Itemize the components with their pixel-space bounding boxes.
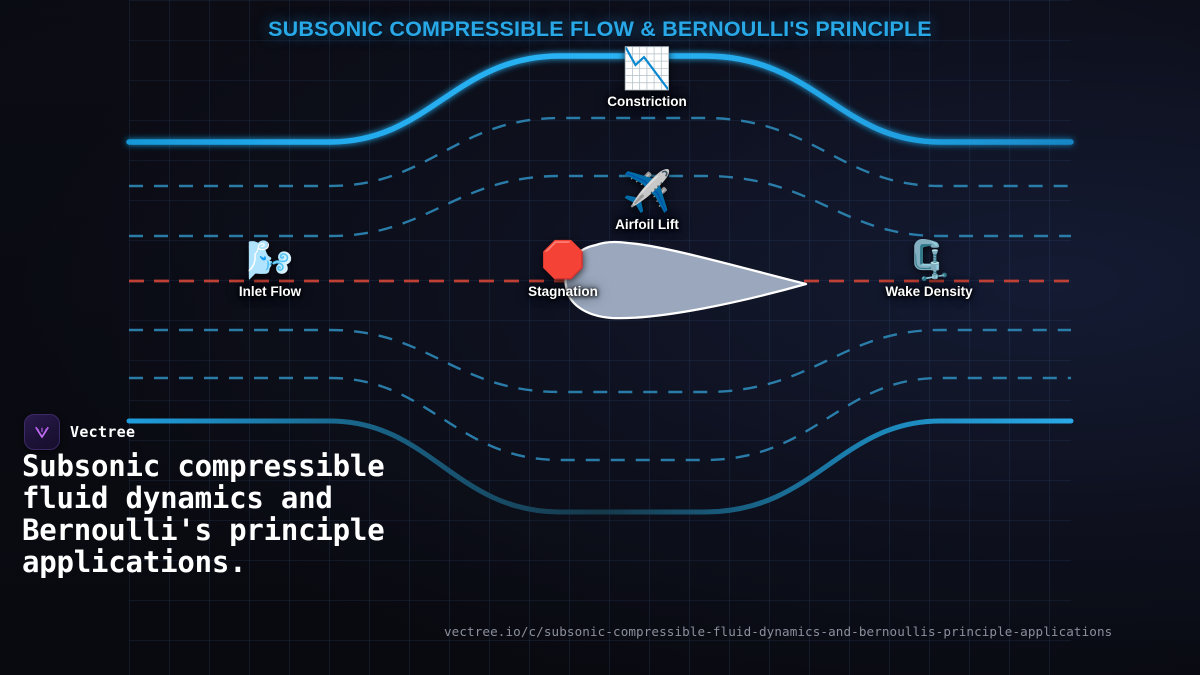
brand-name: Vectree: [70, 423, 136, 441]
diagram-node-airfoil-lift[interactable]: ✈️ Airfoil Lift: [552, 172, 742, 232]
chart-decreasing-icon: 📉: [622, 46, 672, 92]
diagram-node-label: Stagnation: [528, 284, 598, 299]
diagram-node-wake-density[interactable]: 🗜️ Wake Density: [834, 241, 1024, 299]
diagram-node-label: Wake Density: [885, 284, 973, 299]
streamline-dashed-3: [129, 328, 1071, 394]
page-title: SUBSONIC COMPRESSIBLE FLOW & BERNOULLI'S…: [268, 17, 932, 41]
diagram-node-stagnation[interactable]: 🛑 Stagnation: [468, 240, 658, 300]
diagram-node-inlet-flow[interactable]: 🌬️ Inlet Flow: [175, 241, 365, 299]
wind-face-icon: 🌬️: [246, 238, 294, 282]
headline-text: Subsonic compressible fluid dynamics and…: [22, 449, 385, 579]
diagram-node-label: Constriction: [607, 94, 687, 109]
vectree-v-logo-icon: [24, 414, 60, 450]
clamp-icon: 🗜️: [905, 238, 953, 282]
airplane-icon: ✈️: [622, 169, 672, 215]
diagram-node-constriction[interactable]: 📉 Constriction: [552, 49, 742, 109]
page-url: vectree.io/c/subsonic-compressible-fluid…: [444, 624, 1113, 639]
stop-octagon-icon: 🛑: [540, 240, 586, 281]
logo-mark-svg: [35, 426, 49, 438]
diagram-node-label: Inlet Flow: [238, 284, 302, 299]
brand-lockup[interactable]: Vectree: [24, 414, 135, 450]
diagram-node-label: Airfoil Lift: [615, 217, 679, 232]
